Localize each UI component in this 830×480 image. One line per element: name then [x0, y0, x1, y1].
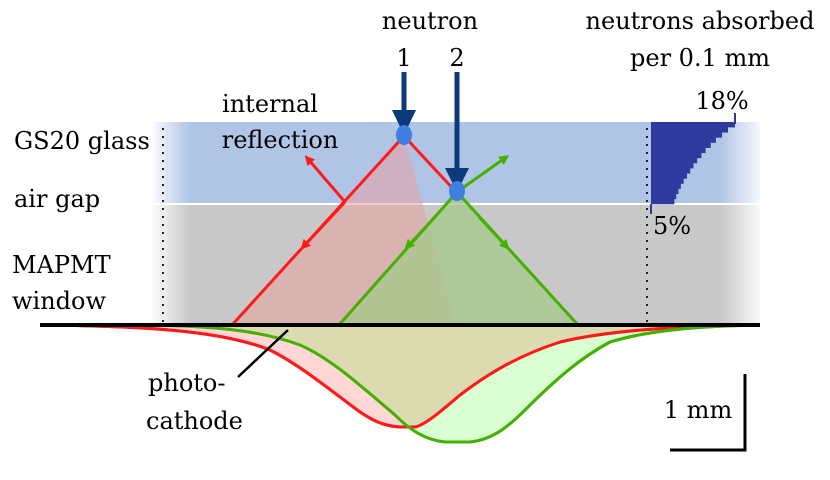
histogram-bar [651, 147, 706, 154]
neutron1-arrowhead [392, 110, 416, 135]
internal-reflection-ray [304, 155, 347, 203]
neutron2-ray-left [337, 191, 459, 326]
neutron2-arrow-right [477, 215, 510, 250]
histogram-bar [651, 188, 679, 195]
absorbed-title-line2: per 0.1 mm [630, 44, 770, 72]
neutron-2-label: 2 [449, 44, 464, 72]
air-gap-label: air gap [14, 185, 100, 213]
mapmt-label-line1: MAPMT [12, 251, 111, 279]
neutron1-arrow-down [300, 200, 347, 250]
scale-label: 1 mm [664, 396, 733, 424]
internal-reflection-line1: internal [222, 90, 318, 118]
histogram-bar [651, 183, 681, 189]
neutron2-arrowhead [445, 168, 469, 192]
neutron1-interaction-point [396, 125, 412, 145]
histogram-bar [651, 178, 684, 184]
histogram-bar [651, 173, 687, 179]
histogram-bar [651, 168, 691, 174]
histogram-bar [651, 152, 702, 159]
glass-label: GS20 glass [14, 127, 150, 155]
histogram-bar [651, 157, 698, 164]
absorption-histogram [651, 122, 735, 205]
histogram-bar [651, 122, 735, 128]
photocathode-label-line2: cathode [146, 407, 243, 435]
neutron-1-label: 1 [396, 44, 411, 72]
internal-reflection-line2: reflection [222, 126, 339, 154]
mapmt-label-line2: window [12, 287, 106, 315]
histogram-bar [651, 142, 711, 148]
histogram-bar [651, 193, 677, 200]
histogram-bar [651, 198, 675, 205]
histogram-bar [651, 137, 716, 143]
neutron2-light-cone [339, 192, 578, 325]
neutron2-arrow-left [404, 215, 437, 250]
neutron2-interaction-point [449, 181, 465, 201]
percent-5-label: 5% [653, 212, 691, 240]
neutron2-arrow-up [456, 155, 510, 194]
histogram-bar [651, 132, 722, 138]
percent-18-label: 18% [695, 87, 748, 115]
histogram-bar [651, 127, 728, 133]
neutron2-ray-right [455, 190, 580, 327]
histogram-bar [651, 163, 694, 169]
photocathode-label-line1: photo- [148, 369, 225, 397]
scale-bar [670, 374, 747, 452]
neutron1-ray-right [402, 134, 458, 194]
photocathode-pointer [237, 329, 289, 378]
absorbed-title-line1: neutrons absorbed [586, 7, 815, 35]
neutron-label: neutron [382, 7, 478, 35]
